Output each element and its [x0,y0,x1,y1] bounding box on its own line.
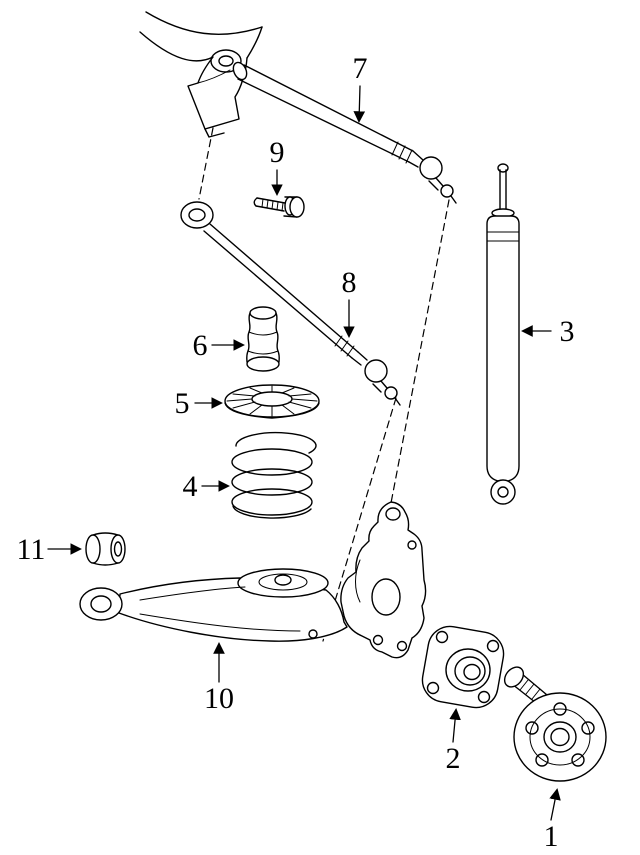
trailing-arm-drawing [79,568,348,642]
callout-5: 5 [175,387,223,420]
callout-1-label[interactable]: 1 [544,820,559,853]
callout-8-label[interactable]: 8 [342,266,357,299]
callouts-layer: 1 2 3 4 5 6 7 8 [17,52,575,853]
callout-1-leader [549,788,561,821]
callout-2-leader [449,708,461,743]
callout-4: 4 [183,470,230,503]
coil-spring-drawing [231,431,317,519]
callout-2-label[interactable]: 2 [446,742,461,775]
callout-6-label[interactable]: 6 [193,329,208,362]
spring-seat-drawing [224,384,320,419]
bushing-drawing [85,532,126,566]
callout-8: 8 [342,266,357,338]
callout-10-label[interactable]: 10 [204,682,234,715]
lateral-rod-lower-drawing [180,201,401,406]
callout-7-leader [353,85,366,123]
callout-9-label[interactable]: 9 [270,136,285,169]
lateral-rod-upper-drawing [232,61,457,204]
callout-5-label[interactable]: 5 [175,387,190,420]
spring-bumper-drawing [246,306,280,372]
callout-3: 3 [521,315,575,348]
callout-11-label[interactable]: 11 [17,533,46,566]
callout-3-label[interactable]: 3 [560,315,575,348]
callout-7: 7 [353,52,368,123]
hub-bearing-drawing [421,625,505,709]
bolt-drawing [253,196,305,218]
frame-bracket-drawing [139,11,263,138]
callout-10: 10 [204,642,234,715]
callout-4-label[interactable]: 4 [183,470,198,503]
knuckle-drawing [340,501,427,659]
callout-1: 1 [544,788,561,853]
shock-absorber-drawing [486,163,520,505]
callout-9: 9 [270,136,285,196]
callout-2: 2 [446,708,461,775]
callout-7-label[interactable]: 7 [353,52,368,85]
axle-hub-drawing [503,666,607,782]
callout-6: 6 [193,329,245,362]
callout-11: 11 [17,533,82,566]
